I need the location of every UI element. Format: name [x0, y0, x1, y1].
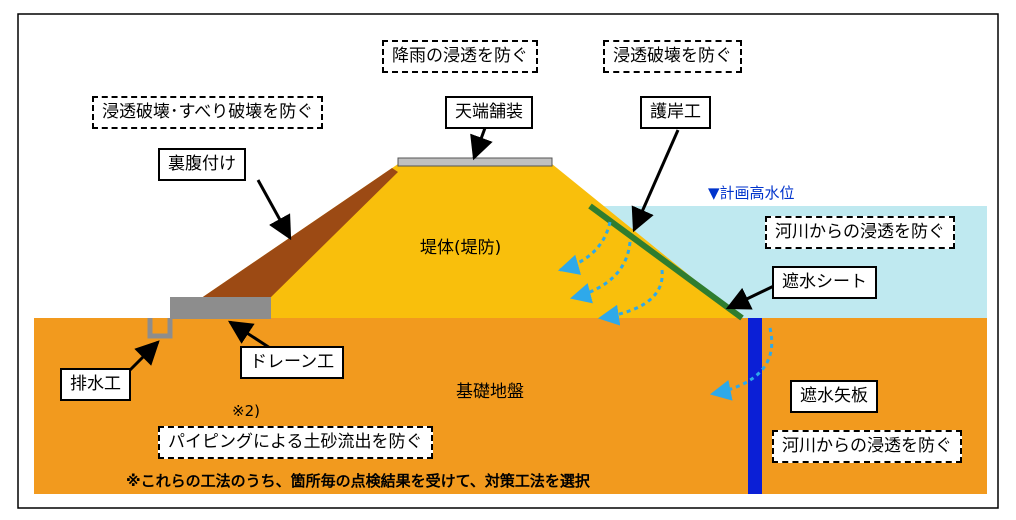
- planned-high-water-label: ▼計画高水位: [708, 184, 795, 202]
- river-seepage-lower-label: 河川からの浸透を防ぐ: [772, 430, 962, 463]
- piping-prevention-label: パイピングによる土砂流出を防ぐ: [158, 426, 433, 459]
- seepage-prevention-label: 浸透破壊を防ぐ: [603, 40, 742, 73]
- foundation-label: 基礎地盤: [456, 382, 524, 402]
- crest-paving: [397, 157, 553, 167]
- back-slope-fill-label: 裏腹付け: [158, 148, 246, 181]
- note-mark: ※2): [232, 402, 260, 420]
- drainage-channel: [147, 318, 173, 339]
- waterproof-sheet-line: [588, 203, 744, 321]
- seepage-slide-prevention-label: 浸透破壊･すべり破壊を防ぐ: [92, 96, 324, 129]
- crest-paving-label: 天端舗装: [445, 96, 533, 129]
- sheet-pile: [748, 318, 762, 494]
- sheet-pile-label: 遮水矢板: [790, 380, 878, 413]
- footnote: ※これらの工法のうち、箇所毎の点検結果を受けて、対策工法を選択: [126, 472, 590, 490]
- river-seepage-upper-label: 河川からの浸透を防ぐ: [765, 216, 955, 249]
- seepage-arrows: [557, 221, 774, 401]
- revetment-label: 護岸工: [640, 96, 711, 129]
- embankment-body: [172, 164, 742, 318]
- back-slope-fill: [172, 168, 398, 318]
- waterproof-sheet-label: 遮水シート: [772, 266, 877, 299]
- drain-work-label: ドレーン工: [240, 346, 345, 379]
- drainage-channel-label: 排水工: [60, 368, 131, 401]
- embankment-body-label: 堤体(堤防): [420, 238, 502, 258]
- rain-prevention-label: 降雨の浸透を防ぐ: [382, 40, 538, 73]
- drain-block: [170, 297, 271, 319]
